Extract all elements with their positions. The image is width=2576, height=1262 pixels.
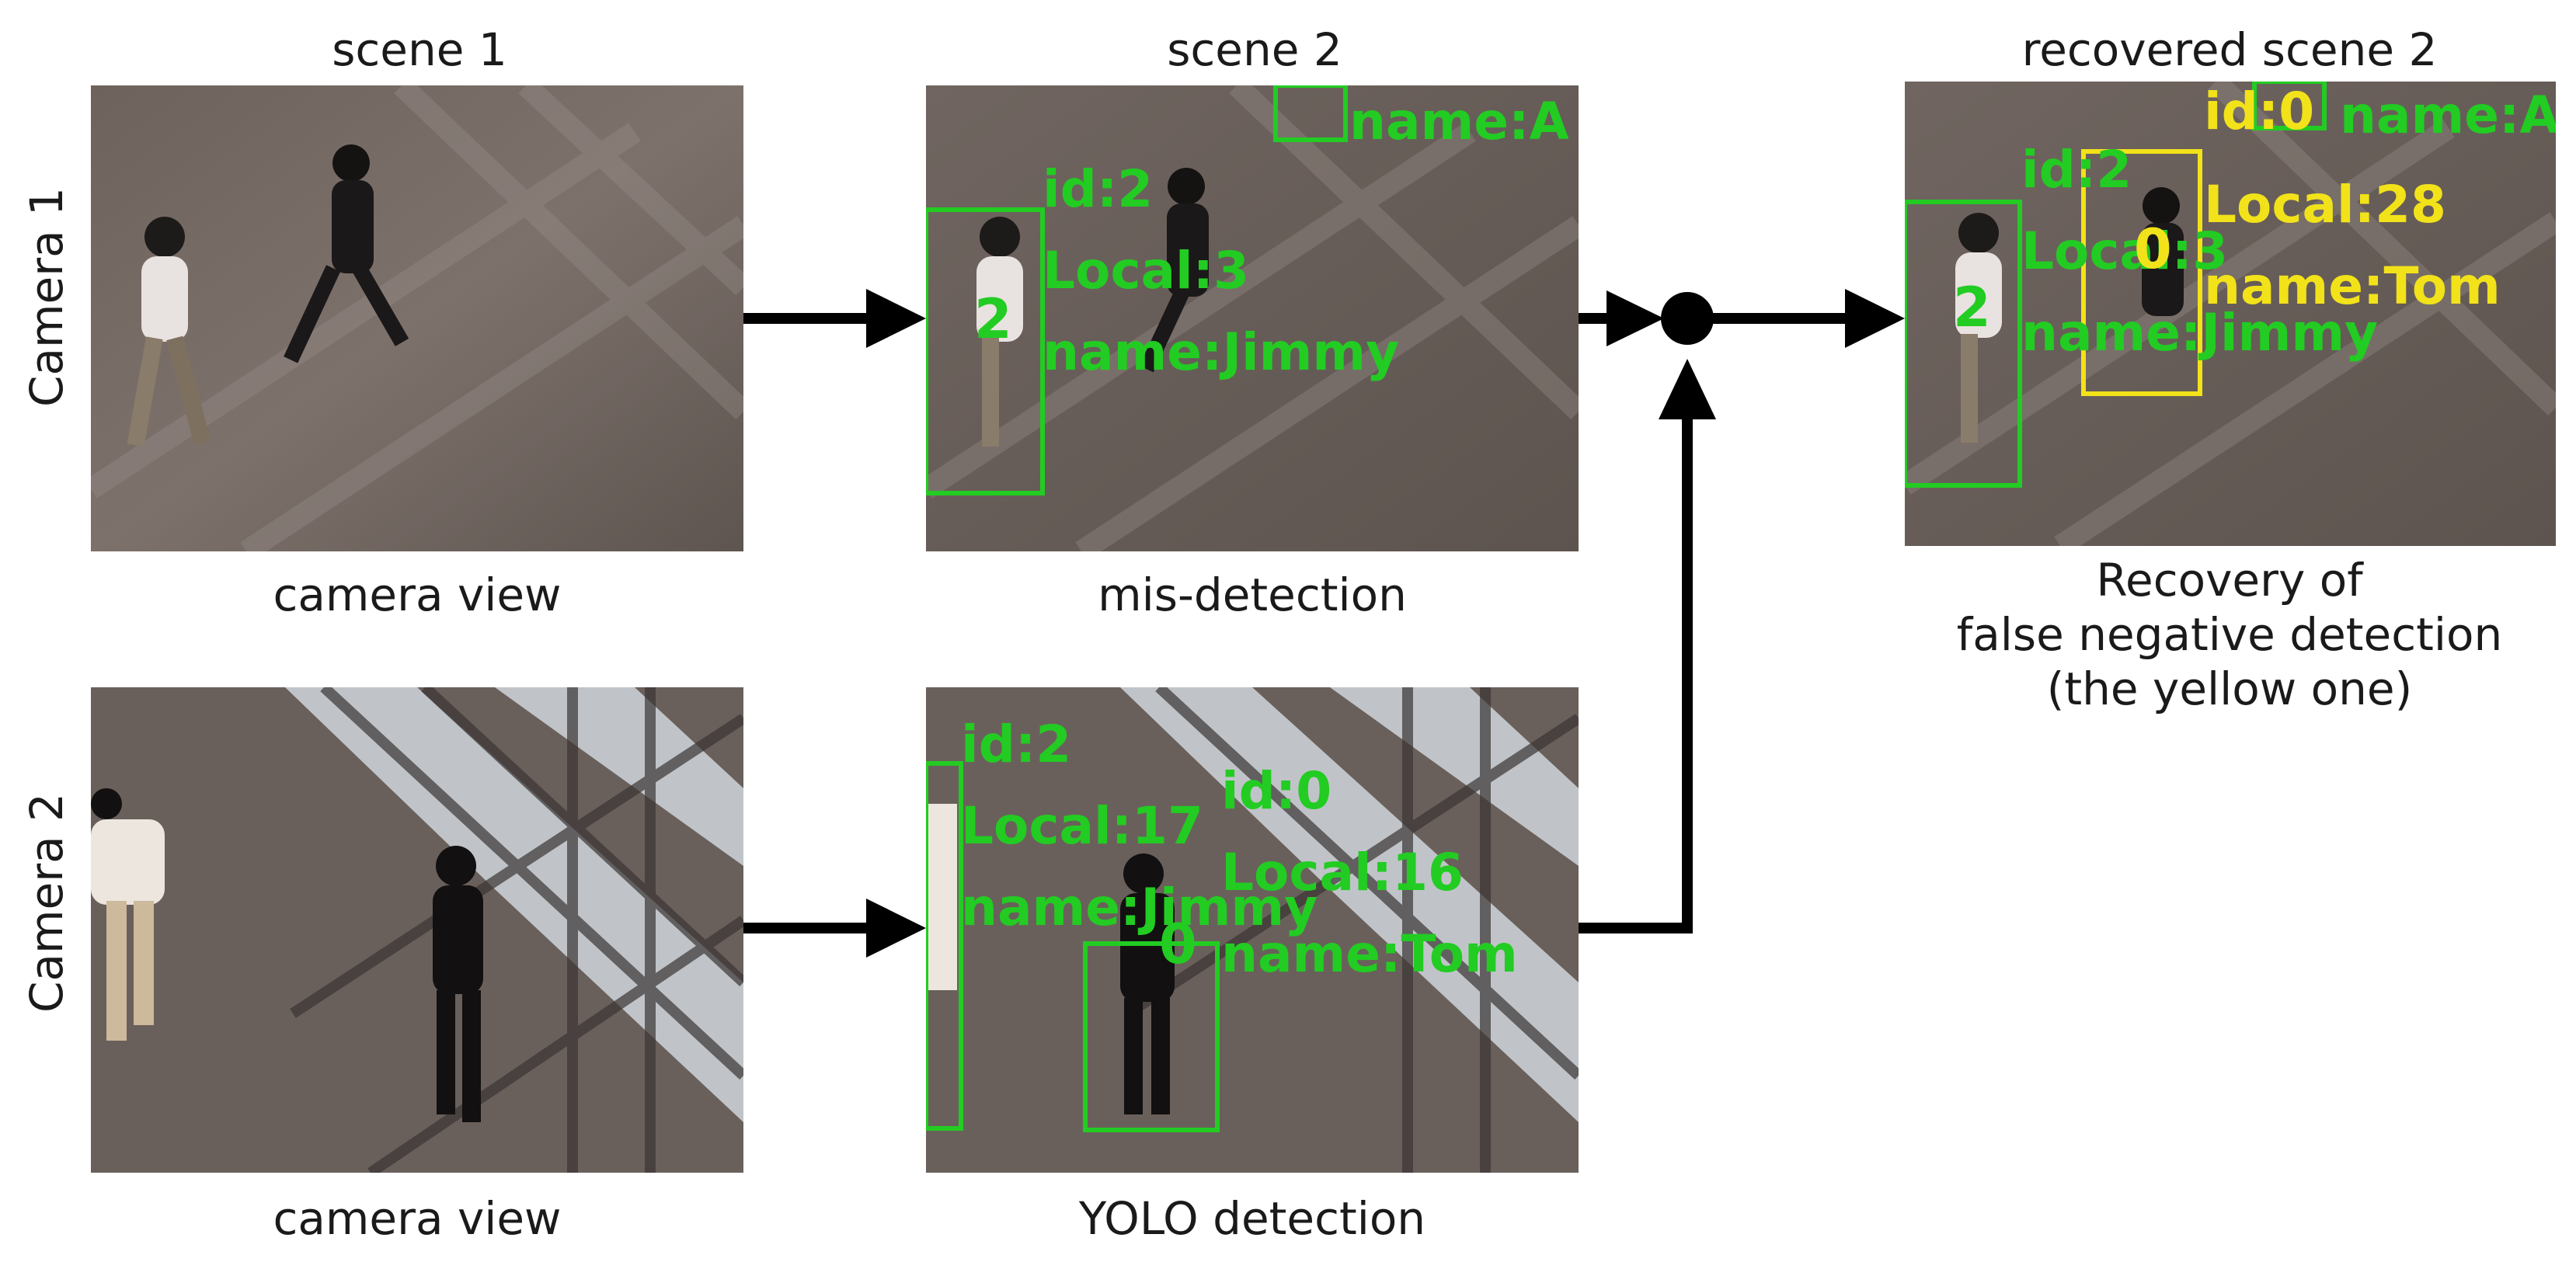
rec-green-id-tag: id:2 [2021, 140, 2132, 200]
rec-yellow-id-tag: id:0 [2204, 82, 2315, 141]
person-white [127, 217, 211, 447]
mis-partial-name-tag: name:A [1349, 92, 1569, 151]
caption-recovery-line2: false negative detection [1956, 608, 2503, 661]
arrowhead-yolo-up [1659, 359, 1716, 419]
recovered-scene2-image: id:2 Local:3 name:Jimmy 2 name:A id:0 Lo… [1905, 82, 2556, 546]
column-header-scene2: scene 2 [1167, 23, 1342, 76]
yolo-b-local-tag: Local:16 [1221, 843, 1464, 902]
rec-green-local-tag: Local:3 [2021, 221, 2228, 281]
yolo-a-id-tag: id:2 [961, 714, 1072, 774]
arrowhead-cam2 [866, 899, 926, 958]
yolo-b-name-tag: name:Tom [1221, 924, 1518, 984]
yolo-a-local-tag: Local:17 [961, 796, 1203, 856]
junction-node [1661, 292, 1714, 345]
arrowhead-cam1 [866, 289, 926, 348]
camera2-scene1-image [91, 687, 743, 1173]
rec-yellow-name-tag: name:Tom [2204, 256, 2501, 316]
rec-green-name-tag: name:Jimmy [2021, 303, 2379, 363]
arrowhead-to-recovered [1845, 289, 1905, 348]
column-header-scene1: scene 1 [332, 23, 507, 76]
mis-id-tag: id:2 [1043, 159, 1154, 219]
camera2-scene2-image: id:2 Local:17 name:Jimmy id:0 Local:16 n… [926, 687, 1579, 1173]
column-header-recovered: recovered scene 2 [2021, 23, 2438, 76]
mis-num-tag: 2 [974, 287, 1012, 351]
caption-recovery-line3: (the yellow one) [2046, 662, 2413, 715]
camera1-scene1-image [91, 85, 743, 551]
mis-name-tag: name:Jimmy [1043, 322, 1400, 382]
rec-yellow-num-tag: 0 [2134, 217, 2172, 281]
rec-yellow-local-tag: Local:28 [2204, 175, 2446, 235]
caption-cam2-view: camera view [273, 1192, 562, 1245]
yolo-b-id-tag: id:0 [1221, 761, 1332, 821]
rec-green-num-tag: 2 [1953, 276, 1991, 339]
caption-cam1-view: camera view [273, 568, 562, 621]
camera1-scene2-image: id:2 Local:3 name:Jimmy 2 name:A [926, 85, 1579, 551]
caption-recovery-line1: Recovery of [2096, 554, 2363, 607]
mis-local-tag: Local:3 [1043, 241, 1249, 301]
caption-cam2-yolo: YOLO detection [1078, 1192, 1426, 1245]
caption-recovery: Recovery of false negative detection (th… [1899, 553, 2560, 716]
arrow-yolo-to-junction [1579, 415, 1693, 933]
rec-green-partial-name-tag: name:A [2340, 85, 2556, 145]
arrowhead-mis-to-junction [1607, 290, 1664, 346]
caption-cam1-mis: mis-detection [1098, 568, 1407, 621]
yolo-a-name-tag: name:Jimmy [961, 878, 1318, 937]
yolo-b-num-tag: 0 [1159, 913, 1197, 976]
